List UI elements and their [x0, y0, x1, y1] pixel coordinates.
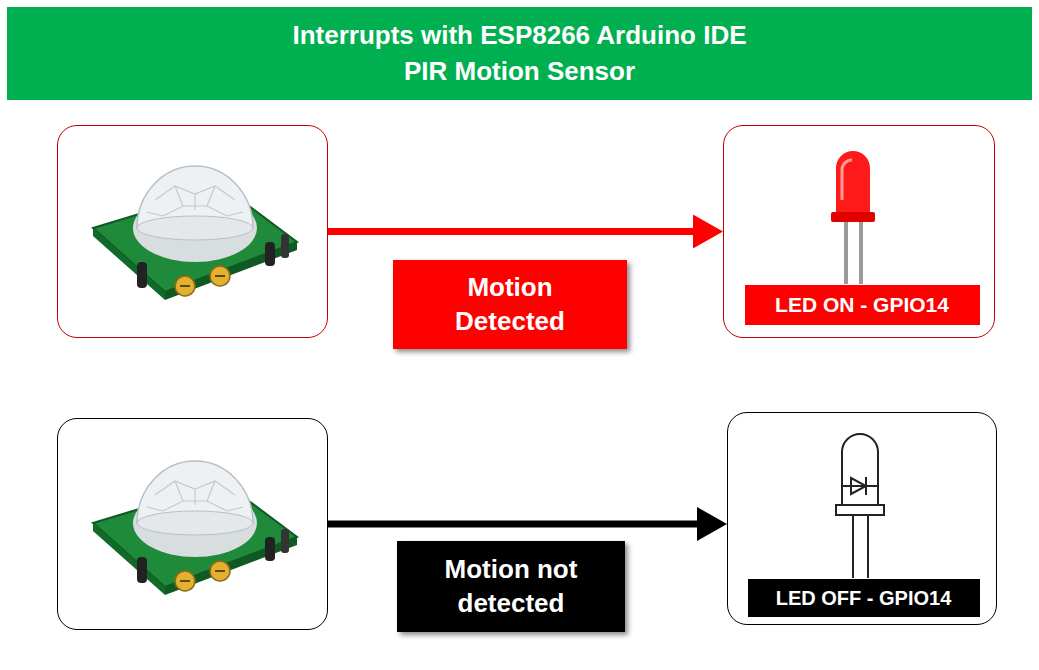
node-text: LED ON - GPIO14: [775, 291, 949, 318]
led-symbol: [836, 434, 884, 578]
node-text: Motion not detected: [418, 553, 604, 621]
arrow-connector: [328, 215, 723, 249]
node-text: Motion Detected: [434, 271, 586, 339]
sensor-box: [57, 418, 328, 630]
led-box: LED ON - GPIO14: [723, 125, 995, 338]
motion-label-box: Motion not detected: [397, 541, 625, 632]
title-band: Interrupts with ESP8266 Arduino IDE PIR …: [7, 7, 1032, 100]
gpio-label-box: LED ON - GPIO14: [745, 285, 980, 325]
arrow-connector: [328, 507, 727, 541]
node-text: LED OFF - GPIO14: [776, 585, 952, 611]
title-text: Interrupts with ESP8266 Arduino IDE PIR …: [277, 18, 762, 88]
motion-label-box: Motion Detected: [393, 260, 627, 349]
led-box: LED OFF - GPIO14: [727, 412, 997, 625]
sensor-box: [57, 125, 328, 338]
red-led: [831, 151, 875, 284]
gpio-label-box: LED OFF - GPIO14: [748, 579, 980, 617]
